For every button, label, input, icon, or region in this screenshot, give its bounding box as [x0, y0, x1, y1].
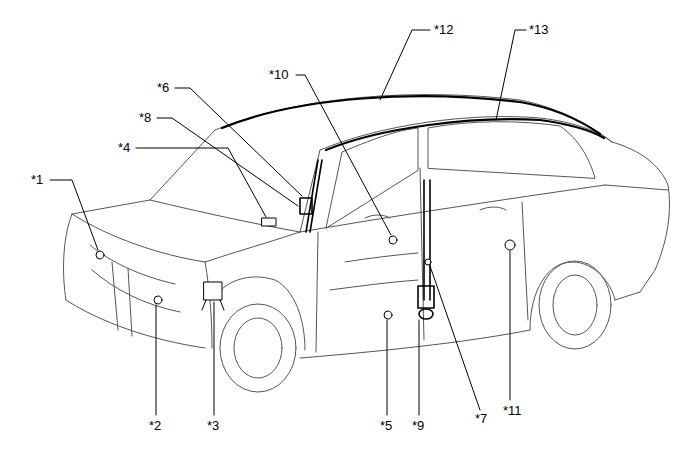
curtain-airbags [222, 96, 604, 150]
callout-number: *3 [206, 419, 220, 433]
callout-number: *12 [433, 23, 455, 37]
callout-number: *13 [528, 23, 550, 37]
callout-number: *9 [411, 419, 425, 433]
callout-number: *5 [379, 419, 393, 433]
sensors [96, 218, 515, 319]
callout-number: *10 [268, 68, 290, 82]
seat-belts [300, 160, 434, 319]
callout-number: *2 [148, 419, 162, 433]
callout-number: *11 [502, 404, 523, 418]
callout-number: *7 [474, 412, 488, 426]
callout-number: *6 [156, 81, 170, 95]
leader-lines [50, 30, 526, 415]
car-body [64, 95, 670, 392]
callout-number: *1 [30, 173, 44, 187]
callout-number: *8 [138, 111, 152, 125]
callout-number: *4 [117, 141, 131, 155]
